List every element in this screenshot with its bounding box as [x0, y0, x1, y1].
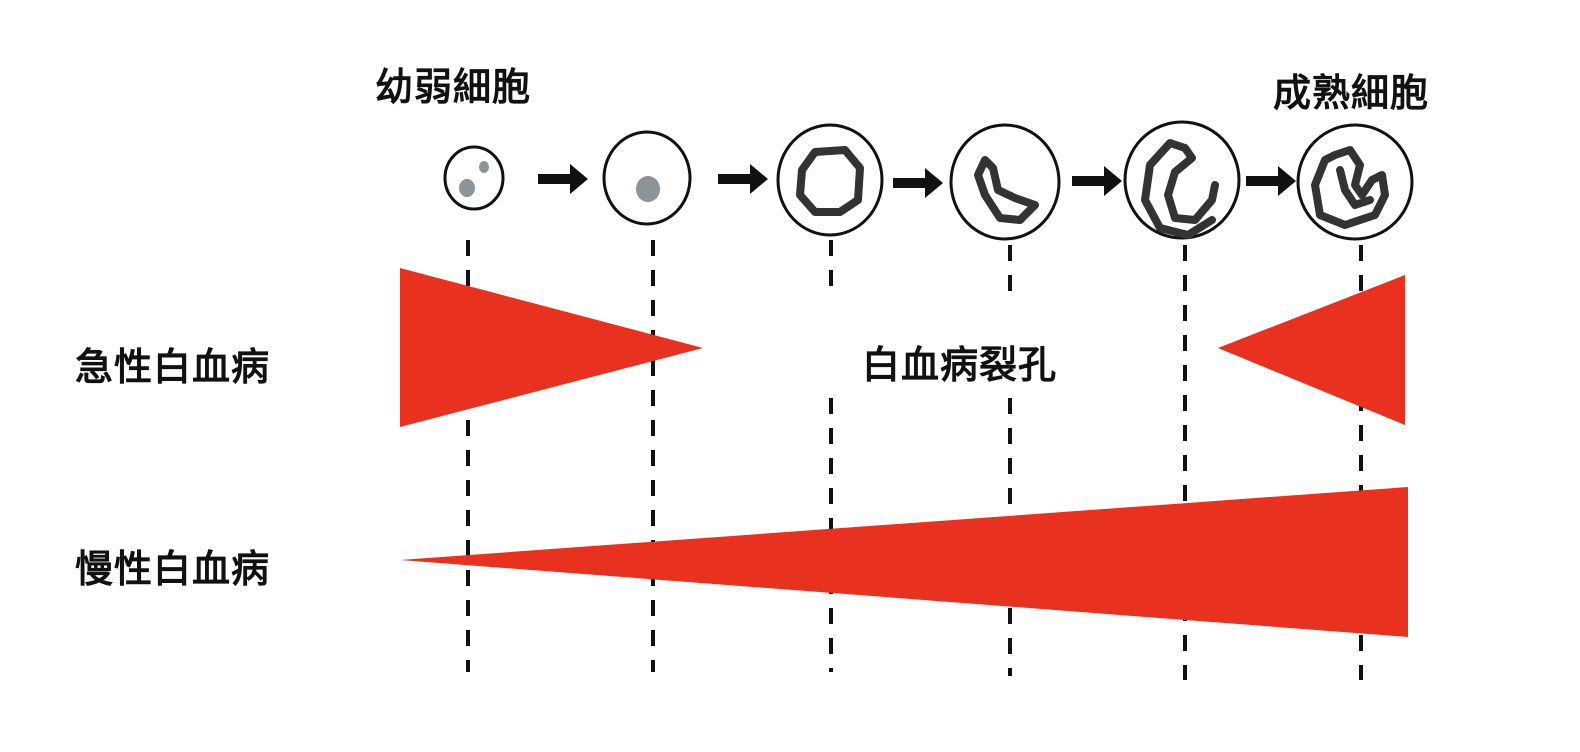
leukemic-hiatus-label: 白血病裂孔 [858, 334, 1062, 389]
chronic-wedge [400, 487, 1408, 637]
arrow-right-icon [538, 164, 588, 194]
nucleus-band [974, 156, 1039, 224]
cell-icon [443, 145, 505, 211]
arrow-right-icon [1072, 166, 1122, 196]
nucleus-segmented [1311, 146, 1389, 229]
arrow-right-icon [893, 168, 943, 198]
nucleus-horseshoe [1141, 139, 1219, 239]
immature-cell-label: 幼弱細胞 [375, 65, 532, 109]
acute-mature-wedge [1218, 275, 1405, 425]
acute-leukemia-label: 急性白血病 [75, 345, 271, 389]
arrow-right-icon [1246, 166, 1296, 196]
acute-immature-wedge [400, 268, 703, 427]
cell-icon [776, 123, 884, 237]
arrow-right-icon [718, 164, 768, 194]
nucleolus [479, 161, 489, 173]
nucleolus [459, 179, 475, 197]
chronic-leukemia-label: 慢性白血病 [75, 547, 271, 591]
mature-cell-label: 成熟細胞 [1273, 71, 1430, 115]
nucleus [636, 176, 660, 202]
arrows [538, 164, 1296, 198]
nucleus-ring [796, 146, 864, 216]
